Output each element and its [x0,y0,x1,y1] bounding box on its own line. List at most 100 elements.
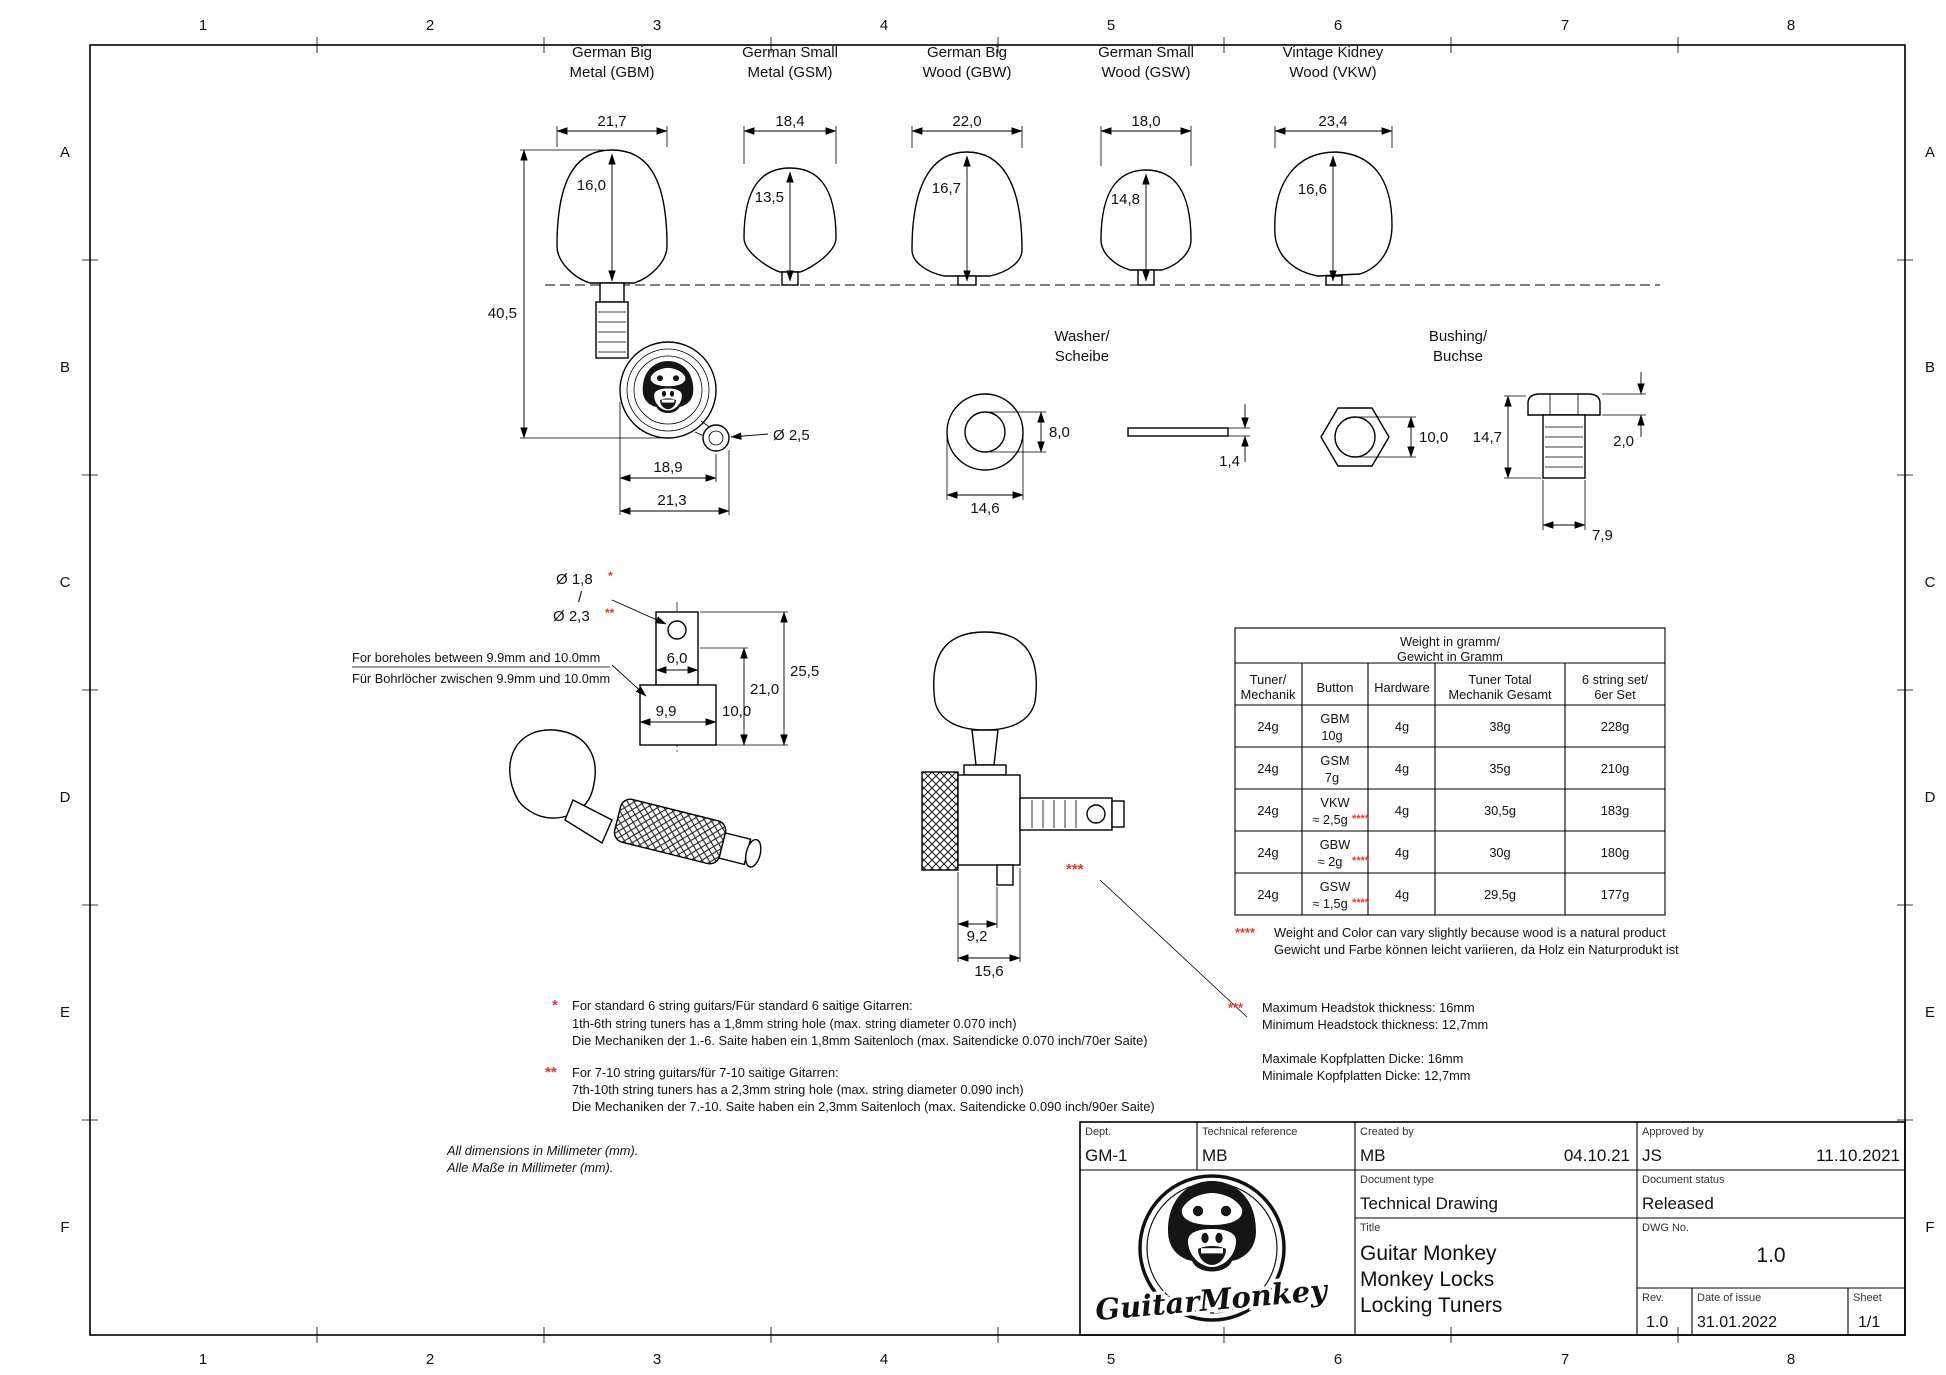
bushing-head-side [1527,393,1601,416]
drawing-title: Locking Tuners [1360,1294,1502,1317]
grid-row-label: F [1925,1219,1934,1236]
cell: 24g [1257,803,1278,818]
table-row: 24g GBW ≈ 2g **** 4g 30g 180g [1257,837,1629,869]
drawing-title: Monkey Locks [1360,1268,1494,1291]
borehole-note: For boreholes between 9.9mm and 10.0mm F… [352,650,647,697]
footnote-text: 1th-6th string tuners has a 1,8mm string… [572,1016,1017,1031]
col-header: Hardware [1374,680,1429,695]
footnote-text: Minimum Headstock thickness: 12,7mm [1262,1017,1488,1032]
footnote-text: Maximale Kopfplatten Dicke: 16mm [1262,1051,1463,1066]
dim-label: 1,4 [1219,453,1240,470]
dim-label: 14,8 [1111,191,1140,208]
dim-label: 16,7 [932,180,961,197]
field-label: Created by [1360,1126,1414,1138]
footnote-marker: * [552,997,558,1014]
grid-col-label: 8 [1787,1351,1795,1368]
dim-label: 16,6 [1298,181,1327,198]
cell: 4g [1395,719,1409,734]
cell: 210g [1601,761,1629,776]
dim-bushing-height: 14,7 [1473,395,1541,479]
note-text: Alle Maße in Millimeter (mm). [446,1160,613,1175]
cell: 38g [1489,719,1510,734]
dim-gsw-width: 18,0 [1100,113,1192,166]
cell: 177g [1601,887,1629,902]
dim-label: 10,0 [722,703,751,720]
document-type-value: Technical Drawing [1360,1194,1498,1213]
button-gbw: German Big Wood (GBW) 22,0 16,7 [911,44,1023,286]
cell: GSW [1320,879,1351,894]
footnote-marker: ** [605,606,615,620]
grid-col-label: 2 [426,17,434,34]
grid-col-label: 1 [199,17,207,34]
cell: 4g [1395,803,1409,818]
screw-dia-callout: Ø 2,5 [730,427,810,444]
created-by-value: MB [1360,1146,1386,1165]
grid-col-label: 5 [1107,17,1115,34]
footnote-text: Die Mechaniken der 7.-10. Saite haben ei… [572,1099,1155,1114]
dim-post-full: 25,5 [700,611,819,746]
footnote-text: Minimale Kopfplatten Dicke: 12,7mm [1262,1068,1470,1083]
grid-col-label: 5 [1107,1351,1115,1368]
footnote-text: For 7-10 string guitars/für 7-10 saitige… [572,1065,839,1080]
dim-label: 9,9 [656,703,677,720]
dim-label: Ø 2,3 [553,608,590,625]
grid-row-label: D [60,789,71,806]
cell: 29,5g [1484,887,1516,902]
field-label: Sheet [1853,1292,1882,1304]
dim-gsw-height: 14,8 [1111,173,1150,282]
cell-stars: **** [1352,897,1370,909]
dim-gbm-height: 16,0 [577,153,616,282]
button-gbm-title: German Big [572,44,652,61]
cell: GBM [1320,711,1349,726]
cell: VKW [1320,795,1350,810]
tuner-side-view: 9,2 15,6 *** [921,631,1248,1018]
col-header: 6er Set [1594,687,1636,702]
cell: 30g [1489,845,1510,860]
dim-washer-thickness: 1,4 [1219,404,1250,470]
grid-col-label: 3 [653,1351,661,1368]
cell: 180g [1601,845,1629,860]
grid-row-label: A [60,144,70,161]
dept-value: GM-1 [1085,1146,1128,1165]
issue-date-value: 31.01.2022 [1697,1314,1777,1331]
field-label: Document type [1360,1174,1434,1186]
grid-row-label: F [60,1219,69,1236]
cell: ≈ 2,5g [1312,812,1348,827]
dim-label: Ø 1,8 [556,571,593,588]
footnote-star2: ** For 7-10 string guitars/für 7-10 sait… [545,1064,1155,1114]
footnote-text: Maximum Headstok thickness: 16mm [1262,1000,1475,1015]
grid-col-label: 6 [1334,1351,1342,1368]
washer-title: Scheibe [1055,348,1109,365]
dim-label: 2,0 [1613,433,1634,450]
dim-label: 14,6 [970,500,999,517]
dim-side-9-2: 9,2 [957,872,998,945]
dim-label: 13,5 [755,189,784,206]
cell: 10g [1321,728,1342,743]
field-label: Technical reference [1202,1126,1297,1138]
button-gbw-title: German Big [927,44,1007,61]
footnote-marker: ** [545,1064,557,1081]
cell: 4g [1395,845,1409,860]
sheet-value: 1/1 [1858,1314,1880,1331]
footnote-text: Die Mechaniken der 1.-6. Saite haben ein… [572,1033,1147,1048]
field-label: Date of issue [1697,1292,1761,1304]
field-label: Approved by [1642,1126,1704,1138]
cell: 24g [1257,719,1278,734]
grid-col-label: 1 [199,1351,207,1368]
note-text: All dimensions in Millimeter (mm). [446,1143,638,1158]
drawing-frame: 1 2 3 4 5 6 7 8 1 2 3 4 5 6 7 8 A B C D … [60,17,1936,1368]
cell: GBW [1320,837,1351,852]
cell: 183g [1601,803,1629,818]
washer-title: Washer/ [1054,328,1110,345]
approved-date: 11.10.2021 [1816,1146,1900,1165]
grid-col-label: 6 [1334,17,1342,34]
dim-gsm-width: 18,4 [743,113,837,164]
cell: GSM [1320,753,1349,768]
approved-by-value: JS [1642,1146,1662,1165]
dim-tuner-21-3: 21,3 [619,450,730,515]
table-row: 24g GBM 10g 4g 38g 228g [1257,711,1629,743]
grid-row-label: C [60,574,71,591]
bushing-views: Bushing/ Buchse 10,0 14,7 2,0 7,9 [1320,328,1646,544]
col-header: Button [1317,680,1354,695]
